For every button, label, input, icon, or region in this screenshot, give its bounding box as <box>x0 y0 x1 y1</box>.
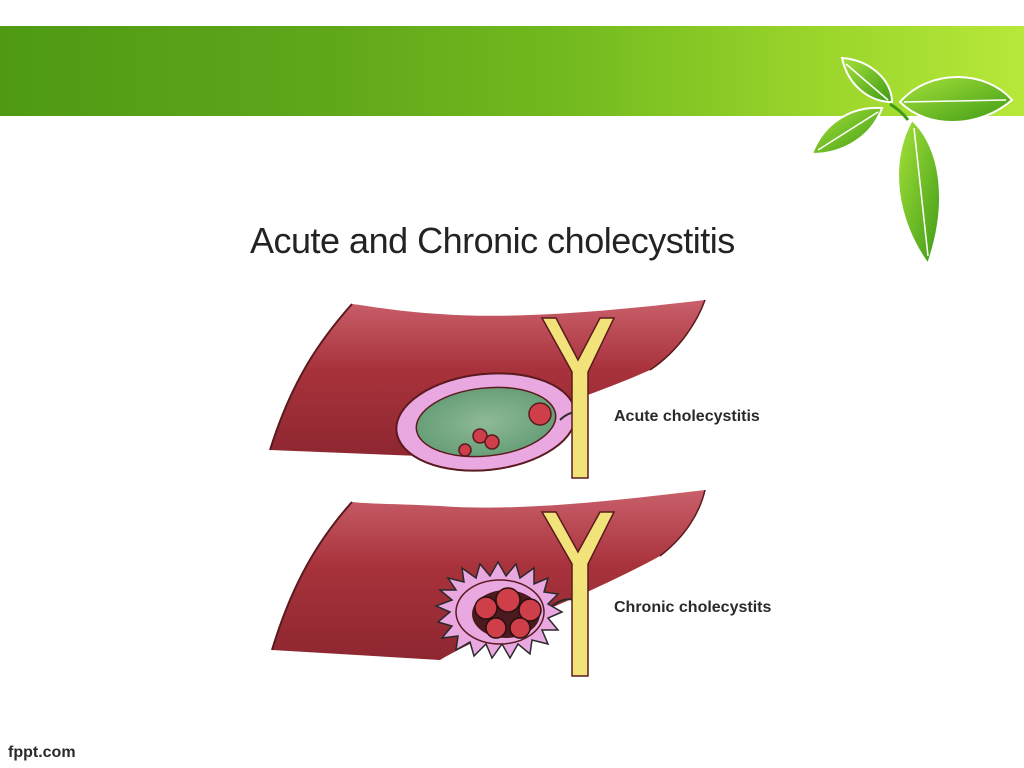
acute-cholecystitis-label: Acute cholecystitis <box>614 408 760 425</box>
gallbladder-chronic <box>433 560 564 660</box>
slide-title: Acute and Chronic cholecystitis <box>250 220 735 261</box>
chronic-cholecystitis-label: Chronic cholecystits <box>614 599 772 616</box>
footer-credit: fppt.com <box>8 744 76 761</box>
chronic-panel <box>271 489 706 677</box>
acute-panel <box>269 299 706 479</box>
bile-duct-chronic <box>540 511 616 677</box>
leaf-cluster-icon <box>810 56 1014 267</box>
bile-duct-acute <box>540 317 616 479</box>
